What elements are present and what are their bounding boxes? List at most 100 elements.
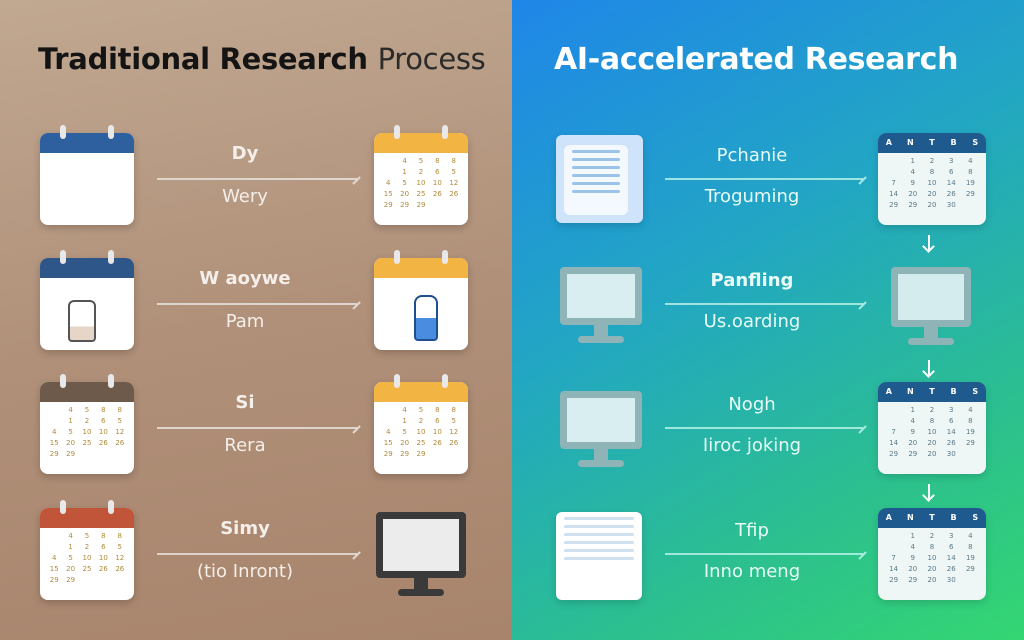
weekday: S bbox=[972, 513, 979, 522]
calendar-header bbox=[40, 508, 134, 528]
calendar-day bbox=[446, 201, 462, 209]
calendar-day: 8 bbox=[101, 532, 106, 540]
calendar-day: 29 bbox=[66, 576, 76, 584]
title-light: Process bbox=[377, 42, 486, 76]
calendar-day: 20 bbox=[66, 439, 76, 447]
calendar-header bbox=[40, 133, 134, 153]
calendar-day: 8 bbox=[117, 406, 123, 414]
calendar-day: 5 bbox=[402, 179, 407, 187]
calendar-day: 2 bbox=[929, 532, 935, 540]
calendar-day bbox=[46, 417, 62, 425]
calendar-day: 1 bbox=[910, 406, 916, 414]
calendar-day: 20 bbox=[927, 450, 937, 458]
calendar-day: 8 bbox=[101, 406, 106, 414]
monitor-screen bbox=[560, 267, 642, 325]
calendar-day: 26 bbox=[115, 565, 125, 573]
arrow-right bbox=[157, 178, 357, 180]
calendar-day: 29 bbox=[965, 190, 975, 198]
document-icon bbox=[556, 512, 642, 600]
calendar-day: 6 bbox=[101, 543, 106, 551]
flask-icon bbox=[414, 295, 438, 341]
step-title: Pchanie bbox=[716, 145, 788, 166]
arrow-right bbox=[157, 553, 357, 555]
calendar-day bbox=[429, 201, 445, 209]
step-title: Nogh bbox=[728, 394, 776, 415]
calendar-day: 30 bbox=[946, 450, 956, 458]
calendar-day: 20 bbox=[927, 439, 937, 447]
calendar-day: 26 bbox=[432, 190, 442, 198]
text-line bbox=[572, 158, 620, 161]
calendar-day: 29 bbox=[889, 450, 899, 458]
calendar-day: 5 bbox=[68, 428, 73, 436]
arrow-right bbox=[665, 427, 863, 429]
weekday: N bbox=[907, 138, 914, 147]
calendar-ring bbox=[442, 250, 448, 264]
calendar-day: 26 bbox=[98, 439, 108, 447]
calendar-day: 5 bbox=[418, 406, 424, 414]
document-icon bbox=[556, 135, 643, 223]
calendar-day: 29 bbox=[965, 565, 975, 573]
calendar-day: 29 bbox=[908, 576, 918, 584]
arrow-right bbox=[665, 553, 863, 555]
calendar-day: 29 bbox=[889, 201, 899, 209]
arrow-right bbox=[665, 178, 863, 180]
calendar-day: 26 bbox=[98, 565, 108, 573]
text-line bbox=[564, 549, 634, 552]
calendar-day: 29 bbox=[965, 439, 975, 447]
calendar-day bbox=[884, 157, 903, 165]
calendar-day: 12 bbox=[449, 179, 459, 187]
calendar-day: 9 bbox=[910, 428, 916, 436]
calendar-day: 29 bbox=[908, 450, 918, 458]
step-title: Panfling bbox=[710, 270, 794, 291]
calendar-day bbox=[446, 450, 462, 458]
calendar-ring bbox=[60, 500, 66, 514]
arrow-right bbox=[665, 303, 863, 305]
text-line bbox=[572, 174, 620, 177]
calendar-day: 15 bbox=[383, 190, 393, 198]
monitor-base bbox=[908, 338, 954, 345]
weekday: T bbox=[929, 387, 935, 396]
calendar-day: 29 bbox=[49, 450, 59, 458]
calendar-header bbox=[374, 382, 468, 402]
monitor-base bbox=[578, 336, 624, 343]
calendar-day: 29 bbox=[416, 201, 426, 209]
calendar-day: 20 bbox=[908, 439, 918, 447]
arrow-right bbox=[157, 427, 357, 429]
step-subtitle: Pam bbox=[225, 311, 265, 332]
monitor-neck bbox=[594, 449, 608, 461]
step-title: W aoywe bbox=[199, 268, 291, 289]
calendar-day: 19 bbox=[965, 179, 975, 187]
calendar-day: 20 bbox=[400, 439, 410, 447]
calendar-day: 10 bbox=[98, 428, 108, 436]
calendar-day: 29 bbox=[383, 450, 393, 458]
calendar-day bbox=[46, 532, 62, 540]
calendar-day: 4 bbox=[402, 157, 407, 165]
calendar-day: 4 bbox=[910, 417, 916, 425]
calendar-day: 14 bbox=[946, 428, 956, 436]
calendar-day: 29 bbox=[416, 450, 426, 458]
calendar-header bbox=[374, 133, 468, 153]
calendar-day: 4 bbox=[51, 428, 57, 436]
calendar-day: 7 bbox=[891, 554, 896, 562]
calendar-day: 1 bbox=[910, 157, 916, 165]
calendar-day: 10 bbox=[82, 428, 92, 436]
calendar-day bbox=[884, 543, 903, 551]
calendar-day: 10 bbox=[432, 428, 442, 436]
calendar-day: 4 bbox=[402, 406, 407, 414]
text-line bbox=[572, 166, 620, 169]
monitor-screen bbox=[376, 512, 466, 578]
calendar-day: 26 bbox=[449, 439, 459, 447]
arrow-down bbox=[928, 235, 930, 251]
calendar-day: 8 bbox=[968, 168, 973, 176]
text-line bbox=[572, 182, 620, 185]
calendar-day: 29 bbox=[400, 201, 410, 209]
ai-title: AI-accelerated Research bbox=[554, 42, 959, 77]
calendar-day: 26 bbox=[115, 439, 125, 447]
text-line bbox=[564, 525, 634, 528]
calendar-day: 2 bbox=[418, 417, 424, 425]
weekday: S bbox=[972, 138, 979, 147]
calendar-day bbox=[884, 406, 903, 414]
